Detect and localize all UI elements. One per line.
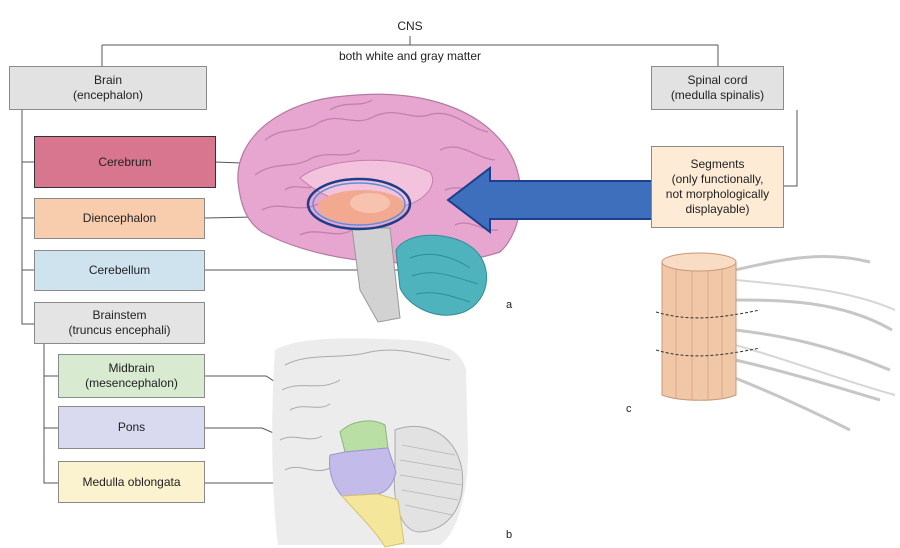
spinal-cord-illustration <box>656 253 895 430</box>
cns-title: CNS <box>320 19 500 34</box>
brain-box: Brain (encephalon) <box>9 66 207 110</box>
segments-box: Segments (only functionally, not morphol… <box>651 146 784 228</box>
brainstem-box: Brainstem (truncus encephali) <box>34 302 205 344</box>
highlight-arrow <box>448 168 668 232</box>
figure-label-a: a <box>506 299 512 311</box>
brainstem-illustration <box>272 338 468 547</box>
cerebellum-box: Cerebellum <box>34 250 205 291</box>
cns-subtitle: both white and gray matter <box>320 49 500 64</box>
figure-label-c: c <box>626 403 632 415</box>
diencephalon-box: Diencephalon <box>34 198 205 239</box>
pons-box: Pons <box>58 406 205 449</box>
figure-label-b: b <box>506 529 512 541</box>
spinal-cord-box: Spinal cord (medulla spinalis) <box>651 66 784 110</box>
medulla-oblongata-box: Medulla oblongata <box>58 461 205 503</box>
cns-header: CNS both white and gray matter <box>320 4 500 79</box>
midbrain-box: Midbrain (mesencephalon) <box>58 354 205 398</box>
cerebrum-box: Cerebrum <box>34 136 216 188</box>
